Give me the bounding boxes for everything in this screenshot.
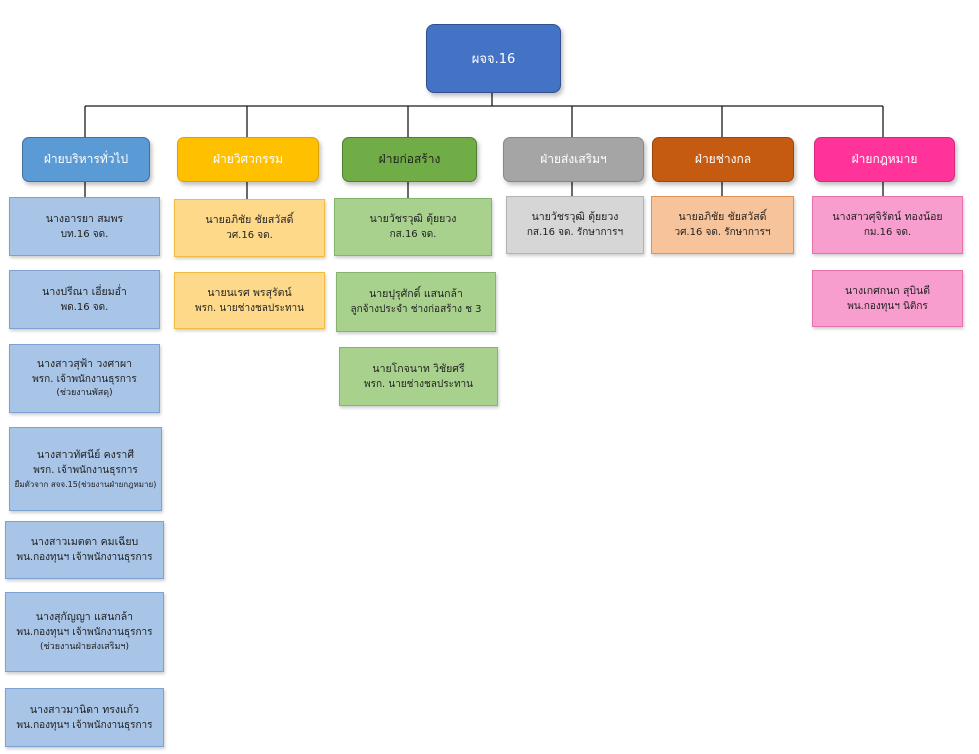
- dept-label: ฝ่ายส่งเสริมฯ: [540, 152, 607, 166]
- staff-card: นางเกศกนก สุบินดี พน.กองทุนฯ นิติกร: [812, 270, 963, 327]
- staff-name: นายปุรุศักดิ์ แสนกล้า: [369, 288, 463, 301]
- staff-role: ลูกจ้างประจำ ช่างก่อสร้าง ช 3: [350, 304, 482, 316]
- staff-role: กม.16 จด.: [863, 227, 912, 239]
- staff-name: นางสาวทัศนีย์ คงราศี: [36, 448, 134, 461]
- root-node: ผจจ.16: [426, 24, 561, 93]
- staff-name: นางสาวศุจิรัตน์ ทองน้อย: [832, 211, 943, 224]
- staff-card: นายอภิชัย ชัยสวัสดิ์ วศ.16 จด.: [174, 199, 325, 257]
- staff-role: พน.กองทุนฯ เจ้าพนักงานธุรการ: [16, 552, 153, 564]
- staff-note: ยืมตัวจาก สจจ.15(ช่วยงานฝ่ายกฎหมาย): [14, 479, 157, 489]
- staff-role: พรก. นายช่างชลประทาน: [363, 378, 474, 390]
- staff-role: พน.กองทุนฯ นิติกร: [847, 300, 928, 312]
- staff-card: นายวัชรวุฒิ ตุ้ยยวง กส.16 จด. รักษาการฯ: [506, 196, 644, 254]
- staff-card: นายปุรุศักดิ์ แสนกล้า ลูกจ้างประจำ ช่างก…: [336, 272, 496, 332]
- staff-note: (ช่วยงานฝ่ายส่งเสริมฯ): [40, 641, 129, 652]
- staff-name: นายนเรศ พรสุรัตน์: [207, 286, 292, 299]
- staff-name: นางเกศกนก สุบินดี: [844, 284, 931, 297]
- staff-role: บท.16 จด.: [60, 228, 109, 240]
- staff-name: นางอารยา สมพร: [45, 212, 124, 225]
- root-label: ผจจ.16: [471, 52, 516, 67]
- dept-label: ฝ่ายวิศวกรรม: [213, 152, 283, 166]
- staff-role: พด.16 จด.: [60, 301, 109, 313]
- staff-name: นายวัชรวุฒิ ตุ้ยยวง: [369, 213, 457, 226]
- dept-admin: ฝ่ายบริหารทั่วไป: [22, 137, 150, 182]
- dept-promotion: ฝ่ายส่งเสริมฯ: [503, 137, 644, 182]
- staff-role: พรก. นายช่างชลประทาน: [194, 302, 305, 314]
- staff-note: (ช่วยงานพัสดุ): [56, 388, 113, 399]
- staff-role: พน.กองทุนฯ เจ้าพนักงานธุรการ: [16, 719, 153, 731]
- staff-name: นางสุกัญญา แสนกล้า: [35, 611, 134, 624]
- staff-role: พรก. เจ้าพนักงานธุรการ: [32, 373, 137, 385]
- staff-name: นางสาวมานิดา ทรงแก้ว: [29, 703, 140, 716]
- staff-card: นางสาวศุจิรัตน์ ทองน้อย กม.16 จด.: [812, 196, 963, 254]
- dept-label: ฝ่ายก่อสร้าง: [378, 152, 441, 166]
- dept-construction: ฝ่ายก่อสร้าง: [342, 137, 477, 182]
- staff-card: นางสุกัญญา แสนกล้า พน.กองทุนฯ เจ้าพนักงา…: [5, 592, 164, 672]
- staff-card: นางอารยา สมพร บท.16 จด.: [9, 197, 160, 256]
- staff-card: นายนเรศ พรสุรัตน์ พรก. นายช่างชลประทาน: [174, 272, 325, 329]
- dept-label: ฝ่ายช่างกล: [694, 152, 752, 166]
- staff-name: นายอภิชัย ชัยสวัสดิ์: [678, 211, 767, 224]
- staff-name: นายวัชรวุฒิ ตุ้ยยวง: [531, 211, 619, 224]
- dept-legal: ฝ่ายกฎหมาย: [814, 137, 955, 182]
- staff-card: นางปรีณา เอี่ยมอ่ำ พด.16 จด.: [9, 270, 160, 329]
- staff-card: นางสาวทัศนีย์ คงราศี พรก. เจ้าพนักงานธุร…: [9, 427, 162, 511]
- dept-mechanical: ฝ่ายช่างกล: [652, 137, 794, 182]
- staff-role: กส.16 จด. รักษาการฯ: [526, 227, 624, 239]
- staff-card: นางสาวสุฟ้า วงศาผา พรก. เจ้าพนักงานธุรกา…: [9, 344, 160, 413]
- staff-card: นายอภิชัย ชัยสวัสดิ์ วศ.16 จด. รักษาการฯ: [651, 196, 794, 254]
- dept-label: ฝ่ายบริหารทั่วไป: [43, 152, 129, 166]
- staff-role: วศ.16 จด.: [226, 230, 273, 242]
- staff-name: นายอภิชัย ชัยสวัสดิ์: [205, 214, 294, 227]
- staff-role: วศ.16 จด. รักษาการฯ: [674, 227, 771, 239]
- staff-name: นางปรีณา เอี่ยมอ่ำ: [42, 285, 127, 298]
- staff-card: นายวัชรวุฒิ ตุ้ยยวง กส.16 จด.: [334, 198, 492, 256]
- staff-role: พรก. เจ้าพนักงานธุรการ: [33, 465, 138, 477]
- staff-name: นางสาวเมตตา คมเฉียบ: [30, 536, 139, 549]
- staff-name: นางสาวสุฟ้า วงศาผา: [36, 357, 133, 370]
- dept-label: ฝ่ายกฎหมาย: [851, 152, 918, 166]
- staff-card: นางสาวมานิดา ทรงแก้ว พน.กองทุนฯ เจ้าพนัก…: [5, 688, 164, 747]
- dept-engineering: ฝ่ายวิศวกรรม: [177, 137, 319, 182]
- staff-role: พน.กองทุนฯ เจ้าพนักงานธุรการ: [16, 627, 153, 639]
- staff-card: นายโกจนาท วิชัยศรี พรก. นายช่างชลประทาน: [339, 347, 498, 406]
- staff-name: นายโกจนาท วิชัยศรี: [372, 362, 465, 375]
- staff-card: นางสาวเมตตา คมเฉียบ พน.กองทุนฯ เจ้าพนักง…: [5, 521, 164, 579]
- staff-role: กส.16 จด.: [389, 229, 437, 241]
